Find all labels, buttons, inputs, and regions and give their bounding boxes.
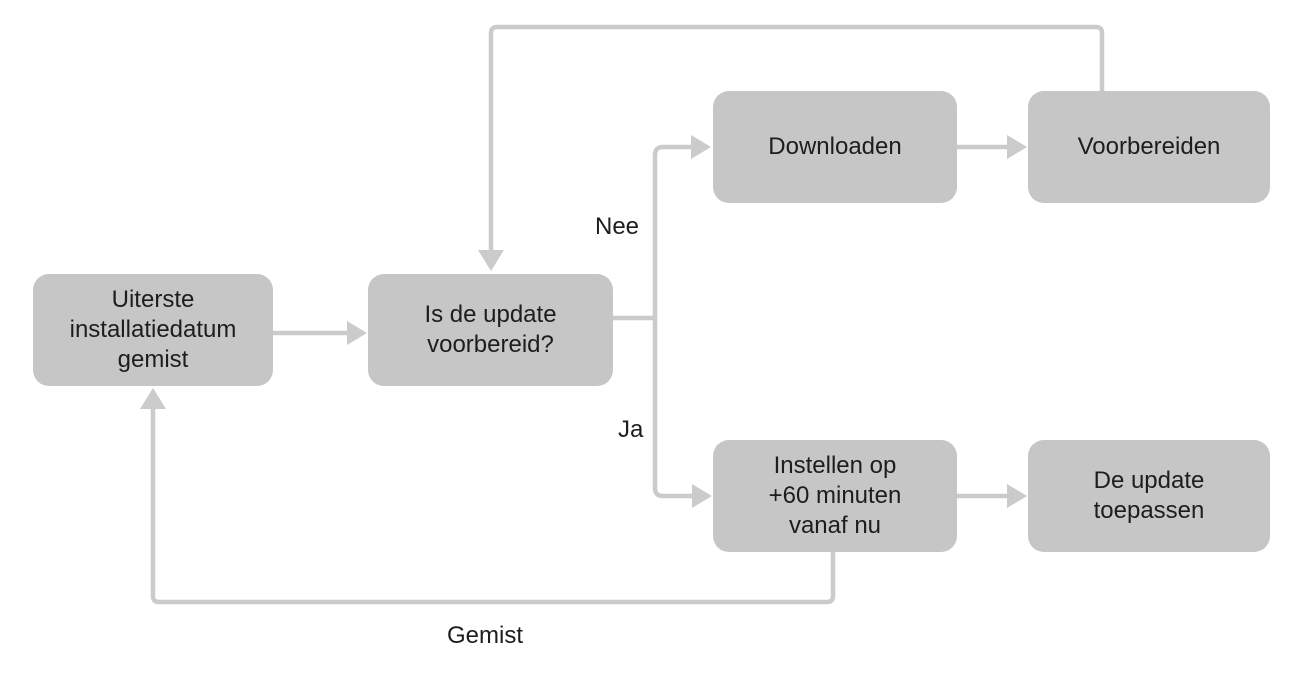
edge-label-ja: Ja (618, 416, 644, 443)
connector-prepare-loop (478, 24, 1105, 271)
connector-set60-to-apply (957, 484, 1027, 508)
connector-gemist-loop (140, 388, 836, 605)
node-label: De update toepassen (1093, 466, 1205, 524)
connector-nee-branch (652, 135, 711, 320)
node-prepare: Voorbereiden (1028, 91, 1270, 203)
edge-label-gemist: Gemist (447, 622, 524, 649)
node-download: Downloaden (713, 91, 957, 203)
arrowhead-down-icon (478, 250, 504, 271)
node-deadline-missed: Uiterste installatiedatum gemist (33, 274, 273, 386)
arrowhead-right-icon (692, 484, 712, 508)
arrowhead-right-icon (347, 321, 367, 345)
node-apply-update: De update toepassen (1028, 440, 1270, 552)
connector-download-to-prepare (957, 135, 1027, 159)
node-label: Instellen op +60 minuten vanaf nu (768, 451, 902, 540)
node-label: Downloaden (768, 132, 902, 160)
node-label: Is de update voorbereid? (424, 300, 557, 358)
arrowhead-right-icon (1007, 484, 1027, 508)
arrowhead-right-icon (691, 135, 711, 159)
connector-deadline-to-question (273, 321, 367, 345)
node-label: Voorbereiden (1077, 132, 1221, 160)
node-is-update-prepared: Is de update voorbereid? (368, 274, 613, 386)
node-label: Uiterste installatiedatum gemist (69, 285, 237, 374)
edge-label-nee: Nee (595, 213, 640, 240)
arrowhead-up-icon (140, 388, 166, 409)
node-set-60-minutes: Instellen op +60 minuten vanaf nu (713, 440, 957, 552)
connector-ja-branch (652, 316, 712, 508)
arrowhead-right-icon (1007, 135, 1027, 159)
